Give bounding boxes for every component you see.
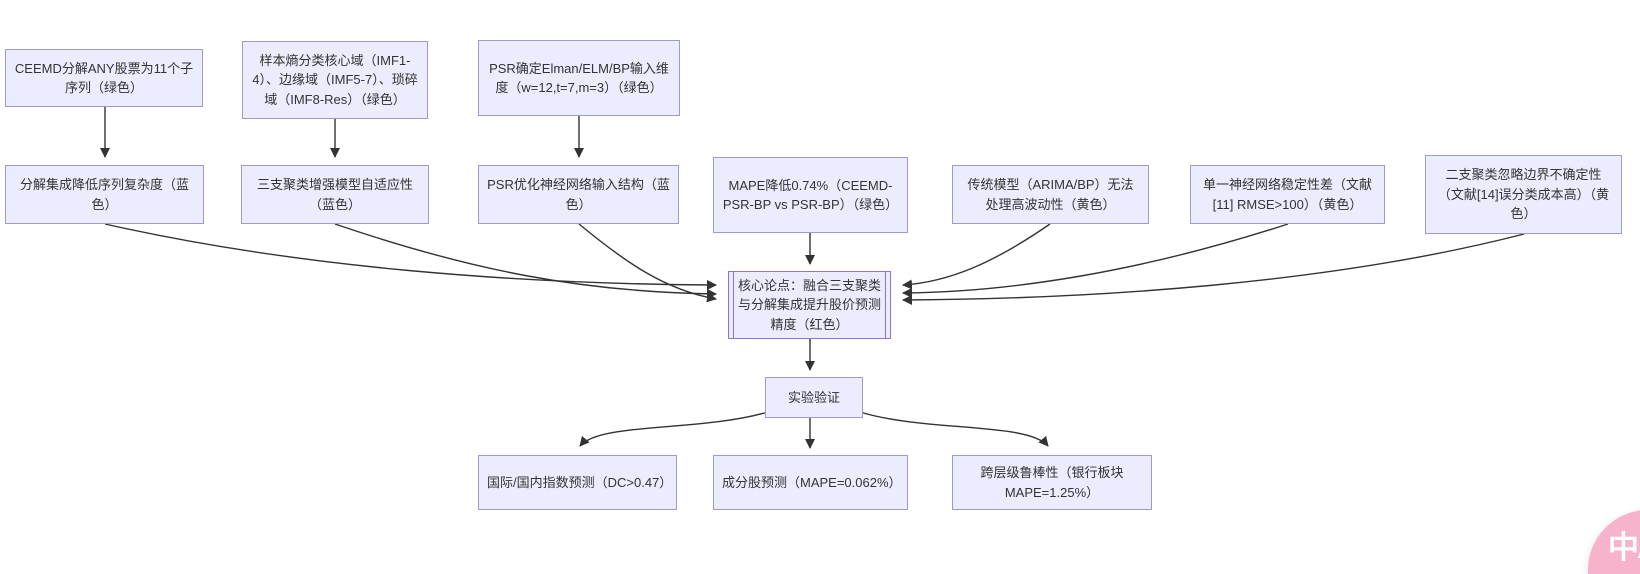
node-label: CEEMD分解ANY股票为11个子序列（绿色）: [14, 60, 194, 96]
node-constituent-prediction: 成分股预测（MAPE=0.062%）: [713, 455, 908, 510]
node-label: 样本熵分类核心域（IMF1-4）、边缘域（IMF5-7）、琐碎域（IMF8-Re…: [252, 52, 418, 107]
node-traditional-limitation: 传统模型（ARIMA/BP）无法处理高波动性（黄色）: [952, 165, 1149, 224]
node-label: 传统模型（ARIMA/BP）无法处理高波动性（黄色）: [967, 177, 1134, 212]
node-index-prediction: 国际/国内指数预测（DC>0.47）: [478, 455, 677, 510]
edge-h-k: [902, 223, 1051, 290]
edge-l-m: [579, 411, 769, 447]
node-decomposition-benefit: 分解集成降低序列复杂度（蓝色）: [5, 165, 204, 224]
node-label: MAPE降低0.74%（CEEMD-PSR-BP vs PSR-BP）（绿色）: [722, 177, 899, 213]
node-label: 成分股预测（MAPE=0.062%）: [722, 474, 902, 490]
node-robustness: 跨层级鲁棒性（银行板块MAPE=1.25%）: [952, 455, 1152, 510]
node-label: 实验验证: [787, 389, 840, 405]
node-psr-dimension: PSR确定Elman/ELM/BP输入维度（w=12,t=7,m=3）（绿色）: [478, 40, 680, 116]
translate-button[interactable]: 中A: [1588, 510, 1640, 574]
edge-e-k: [334, 223, 717, 299]
node-label: 核心论点：融合三支聚类与分解集成提升股价预测精度（红色）: [737, 277, 881, 332]
edge-l-o: [859, 411, 1049, 447]
node-sample-entropy: 样本熵分类核心域（IMF1-4）、边缘域（IMF5-7）、琐碎域（IMF8-Re…: [242, 41, 428, 119]
node-label: 二支聚类忽略边界不确定性（文献[14]误分类成本高）（黄色）: [1437, 167, 1610, 222]
node-core-thesis: 核心论点：融合三支聚类与分解集成提升股价预测精度（红色）: [728, 271, 891, 339]
node-label: PSR优化神经网络输入结构（蓝色）: [487, 177, 670, 212]
node-label: 三支聚类增强模型自适应性（蓝色）: [256, 177, 413, 212]
translate-icon: 中A: [1608, 530, 1640, 565]
edge-f-k: [578, 223, 717, 303]
node-psr-benefit: PSR优化神经网络输入结构（蓝色）: [478, 165, 679, 224]
node-label: 分解集成降低序列复杂度（蓝色）: [19, 177, 189, 212]
node-label: PSR确定Elman/ELM/BP输入维度（w=12,t=7,m=3）（绿色）: [489, 60, 669, 96]
edge-j-k: [902, 233, 1525, 305]
edge-d-k: [104, 223, 717, 290]
node-two-way-limitation: 二支聚类忽略边界不确定性（文献[14]误分类成本高）（黄色）: [1425, 155, 1622, 234]
node-three-way-benefit: 三支聚类增强模型自适应性（蓝色）: [241, 165, 429, 224]
node-experiment-validation: 实验验证: [765, 377, 863, 418]
node-label: 国际/国内指数预测（DC>0.47）: [487, 474, 673, 490]
node-label: 单一神经网络稳定性差（文献[11] RMSE>100）（黄色）: [1202, 177, 1372, 212]
node-ceemd-decompose: CEEMD分解ANY股票为11个子序列（绿色）: [5, 49, 203, 107]
node-mape-improvement: MAPE降低0.74%（CEEMD-PSR-BP vs PSR-BP）（绿色）: [713, 157, 908, 233]
edge-i-k: [902, 223, 1289, 298]
node-single-nn-limitation: 单一神经网络稳定性差（文献[11] RMSE>100）（黄色）: [1190, 165, 1385, 224]
node-label: 跨层级鲁棒性（银行板块MAPE=1.25%）: [980, 465, 1124, 500]
